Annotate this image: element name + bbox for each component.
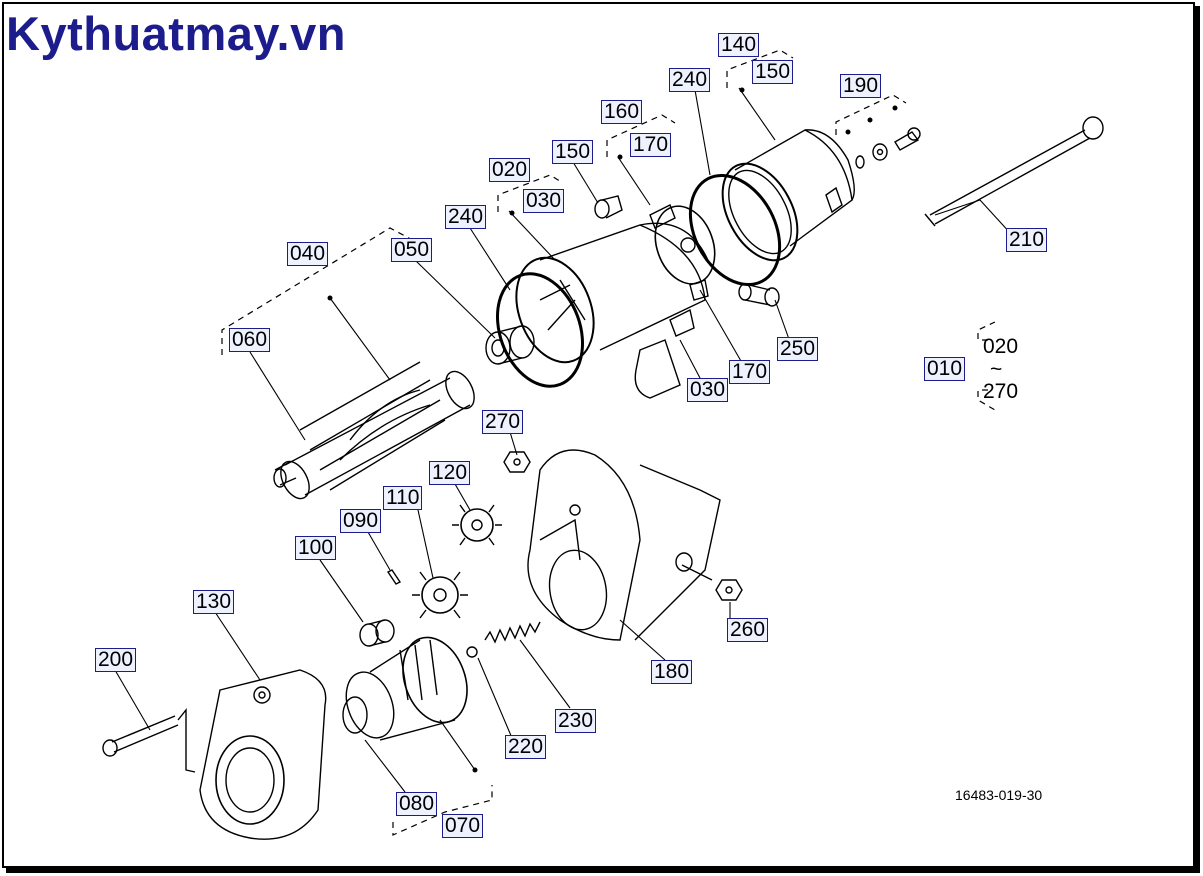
callout-label: 260 [727, 618, 769, 642]
callout-label: 030 [523, 189, 565, 213]
callout-label: 030 [687, 378, 729, 402]
retainer [359, 619, 395, 647]
small-nut [503, 451, 531, 473]
callout-label: 250 [777, 337, 819, 361]
callout-label: 160 [601, 100, 643, 124]
range-to: 270 [983, 380, 1019, 403]
callout-label: 220 [505, 735, 547, 759]
callout-label: 200 [95, 648, 137, 672]
frame-shadow-bottom [6, 868, 1200, 873]
bushing [738, 283, 780, 307]
group-brackets [221, 49, 996, 836]
callout-label: 040 [287, 242, 329, 266]
drive-housing [527, 449, 721, 641]
steel-ball [466, 646, 478, 658]
insulator-plug [594, 195, 623, 219]
armature [273, 361, 475, 500]
through-bolt [924, 116, 1104, 227]
brush-holder [649, 204, 716, 301]
callout-label: 120 [429, 461, 471, 485]
o-ring-top [688, 173, 782, 287]
callout-label: 020 [489, 158, 531, 182]
return-spring [484, 621, 541, 644]
callout-label: 240 [445, 205, 487, 229]
callout-label: 240 [669, 68, 711, 92]
callout-label: 050 [391, 238, 433, 262]
terminal-nut [675, 552, 743, 601]
callout-label: 080 [396, 792, 438, 816]
screw-washer-set [855, 127, 921, 169]
callout-label: 090 [340, 509, 382, 533]
callout-label: 190 [840, 74, 882, 98]
callout-label: 180 [651, 660, 693, 684]
drawing-code: 16483-019-30 [955, 787, 1043, 803]
callout-label: 170 [630, 133, 672, 157]
overrunning-clutch [342, 636, 468, 741]
callout-label: 210 [1006, 228, 1048, 252]
idler-gear [452, 504, 502, 546]
front-housing [199, 669, 327, 840]
mounting-bolt [102, 708, 196, 773]
pin [386, 569, 402, 585]
range-tilde: ~ [990, 358, 1003, 381]
site-logo[interactable]: Kythuatmay.vn [6, 7, 346, 60]
rear-end-cover [721, 129, 855, 262]
callout-label: 270 [482, 410, 524, 434]
leader-lines [114, 87, 1013, 793]
bearing [485, 325, 535, 365]
callout-label: 130 [193, 590, 235, 614]
callout-label: 170 [729, 360, 771, 384]
callout-label: 230 [555, 709, 597, 733]
callout-label: 070 [442, 814, 484, 838]
callout-label: 140 [718, 33, 760, 57]
yoke-field-housing [515, 222, 711, 399]
range-from: 020 [983, 335, 1019, 358]
callout-label: 060 [229, 328, 271, 352]
group-dots [327, 87, 898, 773]
drive-gear [412, 571, 468, 619]
callout-label: 150 [752, 60, 794, 84]
callout-label: 100 [295, 536, 337, 560]
frame-shadow-right [1195, 6, 1200, 872]
callout-label: 110 [383, 486, 423, 510]
callout-label: 010 [924, 357, 966, 381]
callout-label: 150 [552, 140, 594, 164]
